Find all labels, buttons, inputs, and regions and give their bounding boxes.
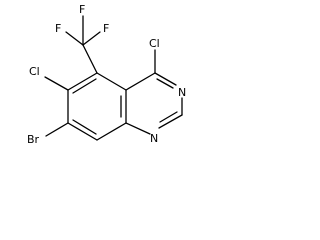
bond-c4a-c4 bbox=[125, 72, 156, 91]
chemical-structure: F F F Cl Cl N N Br bbox=[27, 3, 186, 146]
atom-f-left: F bbox=[55, 22, 61, 35]
bond-c4a-c5 bbox=[96, 72, 127, 91]
bond-c5-c6 bbox=[67, 72, 98, 91]
bond-n1-c8a bbox=[125, 122, 151, 135]
bond-c5-cf3 bbox=[82, 44, 98, 74]
atom-f-top: F bbox=[79, 3, 85, 16]
bond-c4-n3 bbox=[154, 72, 177, 86]
atom-n3: N bbox=[178, 86, 186, 99]
atom-cl-c4: Cl bbox=[149, 37, 160, 50]
bond-c7-br bbox=[45, 122, 69, 137]
bond-c6-cl bbox=[44, 76, 69, 91]
bond-lines bbox=[44, 15, 183, 141]
atom-br: Br bbox=[27, 133, 40, 146]
bond-c7-c8 bbox=[67, 122, 98, 141]
bond-c4-n3-double bbox=[156, 78, 174, 89]
bond-c2-n1 bbox=[158, 114, 183, 129]
atom-n1: N bbox=[150, 132, 158, 145]
bond-cf3-f-left bbox=[65, 31, 84, 46]
bond-c2-n1-double bbox=[159, 111, 178, 123]
atom-f-right: F bbox=[103, 22, 109, 35]
bond-c8-c8a bbox=[96, 122, 127, 141]
bond-c7-c8-double bbox=[72, 119, 97, 135]
bond-c5-c6-double bbox=[72, 78, 97, 94]
bond-cf3-f-right bbox=[82, 31, 101, 46]
atom-cl-c6: Cl bbox=[29, 65, 40, 78]
